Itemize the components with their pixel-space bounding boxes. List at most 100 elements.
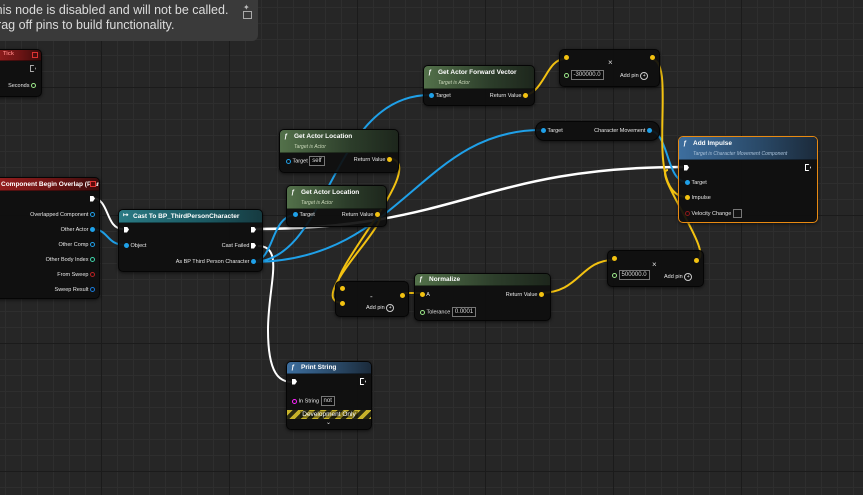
function-icon: ƒ	[428, 69, 432, 76]
pin-label: Return Value	[505, 292, 538, 298]
mult1-a-pin[interactable]	[564, 54, 569, 62]
multiply-symbol: ×	[652, 260, 657, 269]
other-body-index-pin[interactable]: Other Body Index	[46, 256, 95, 264]
cast-exec-in[interactable]	[124, 226, 129, 234]
mult2-b-pin[interactable]: 500000.0	[612, 270, 650, 280]
sweep-result-pin[interactable]: Sweep Result	[55, 286, 95, 294]
get-loc2-target-pin[interactable]: Target	[293, 211, 315, 219]
tolerance-value-field[interactable]: 0.0001	[451, 307, 477, 317]
exec-pin-icon	[360, 378, 366, 386]
function-icon: ƒ	[419, 276, 423, 283]
cast-node-title: Cast To BP_ThirdPersonCharacter	[133, 213, 240, 220]
cast-object-pin[interactable]: Object	[124, 242, 146, 250]
float-pin-icon	[31, 83, 36, 89]
get-loc1-target-pin[interactable]: Target self	[286, 156, 325, 166]
bool-pin-icon	[90, 272, 95, 278]
impulse-exec-in[interactable]	[684, 164, 689, 172]
node-title: Get Actor Location	[294, 133, 353, 140]
vector-pin-icon	[340, 301, 345, 307]
mult2-value-field[interactable]: 500000.0	[618, 270, 650, 280]
object-pin-icon	[429, 93, 434, 99]
normalize-a-pin[interactable]: A	[420, 291, 430, 299]
vector-pin-icon	[650, 55, 655, 61]
overlap-exec-out[interactable]	[90, 195, 95, 203]
mult2-out-pin[interactable]	[694, 257, 699, 265]
self-literal: self	[309, 156, 325, 166]
print-exec-out[interactable]	[360, 378, 366, 386]
impulse-vector-pin[interactable]: Impulse	[685, 194, 711, 202]
pin-label: Cast Failed	[221, 243, 250, 249]
pin-label: Object	[130, 243, 147, 249]
get-fwd-return-pin[interactable]: Return Value	[490, 92, 528, 100]
component-begin-overlap-node[interactable]: Component Begin Overlap (Plane) Overlapp…	[0, 177, 100, 299]
vector-pin-icon	[400, 293, 405, 299]
cast-to-bp-thirdpersoncharacter-node[interactable]: ↦Cast To BP_ThirdPersonCharacter Object …	[118, 209, 263, 272]
pin-label: Target	[299, 212, 315, 218]
get-loc2-return-pin[interactable]: Return Value	[342, 211, 380, 219]
pin-label: Other Actor	[60, 227, 89, 233]
tick-seconds-pin[interactable]: Seconds	[8, 82, 36, 90]
plus-circle-icon: +	[386, 304, 395, 312]
mult1-b-pin[interactable]: -300000.0	[564, 70, 604, 80]
chevron-down-icon[interactable]: ⌄	[326, 420, 332, 426]
get-fwd-target-pin[interactable]: Target	[429, 92, 451, 100]
velocity-change-pin[interactable]: Velocity Change	[685, 209, 742, 218]
collapse-icon[interactable]	[243, 11, 252, 19]
node-title: Normalize	[429, 276, 461, 283]
velocity-change-checkbox[interactable]	[732, 209, 742, 218]
normalize-return-pin[interactable]: Return Value	[506, 291, 544, 299]
other-actor-pin[interactable]: Other Actor	[61, 226, 95, 234]
struct-pin-icon	[90, 287, 95, 293]
tick-event-node[interactable]: Tick Seconds	[0, 49, 42, 97]
character-movement-pin[interactable]: Character Movement	[594, 127, 652, 135]
pin-label: From Sweep	[57, 272, 89, 278]
get-loc1-return-pin[interactable]: Return Value	[354, 156, 392, 164]
impulse-exec-out[interactable]	[805, 164, 811, 172]
cast-exec-out[interactable]	[251, 226, 256, 234]
multiply-node-1[interactable]: × -300000.0 Add pin +	[559, 49, 660, 87]
delegate-icon	[32, 52, 38, 58]
pin-label: Target	[292, 158, 308, 165]
char-move-target-pin[interactable]: Target	[541, 127, 563, 135]
sub-out-pin[interactable]	[400, 292, 405, 300]
pin-label: A	[426, 292, 430, 298]
tolerance-pin[interactable]: Tolerance 0.0001	[420, 307, 477, 317]
character-movement-getter-node[interactable]: Target Character Movement	[535, 121, 660, 141]
normalize-node[interactable]: ƒ Normalize A Return Value Tolerance 0.00…	[414, 273, 551, 321]
node-subtitle: Target is Actor	[294, 144, 326, 150]
subtract-node[interactable]: - Add pin +	[335, 281, 409, 317]
mult2-a-pin[interactable]	[612, 255, 617, 263]
add-pin-button[interactable]: Add pin +	[620, 72, 649, 80]
node-title: Get Actor Location	[301, 189, 360, 196]
mult1-value-field[interactable]: -300000.0	[570, 70, 604, 80]
pin-label: Character Movement	[594, 128, 646, 134]
mult1-out-pin[interactable]	[650, 54, 655, 62]
pin-label: As BP Third Person Character	[175, 259, 250, 265]
sub-b-pin[interactable]	[340, 300, 345, 308]
multiply-node-2[interactable]: × 500000.0 Add pin +	[607, 250, 704, 287]
object-pin-icon	[124, 243, 129, 249]
print-exec-in[interactable]	[292, 378, 297, 386]
in-string-pin[interactable]: In String not	[292, 396, 335, 406]
tick-exec-out[interactable]	[30, 65, 36, 73]
in-string-value-field[interactable]: not	[320, 396, 335, 406]
add-pin-label: Add pin	[620, 73, 639, 79]
impulse-target-pin[interactable]: Target	[685, 179, 707, 187]
exec-wire-castfail-print	[257, 245, 293, 383]
add-pin-button[interactable]: Add pin +	[366, 304, 395, 312]
sub-a-pin[interactable]	[340, 285, 345, 293]
pin-icon[interactable]: ✦	[243, 3, 250, 12]
vector-pin-icon	[375, 212, 380, 218]
from-sweep-pin[interactable]: From Sweep	[57, 271, 95, 279]
overlapped-component-pin[interactable]: Overlapped Component	[30, 211, 95, 219]
as-bp-third-person-character-pin[interactable]: As BP Third Person Character	[176, 258, 256, 266]
add-pin-button[interactable]: Add pin +	[664, 273, 693, 281]
cast-failed-pin[interactable]: Cast Failed	[222, 242, 256, 250]
exec-pin-icon	[805, 164, 811, 172]
other-comp-pin[interactable]: Other Comp	[59, 241, 95, 249]
